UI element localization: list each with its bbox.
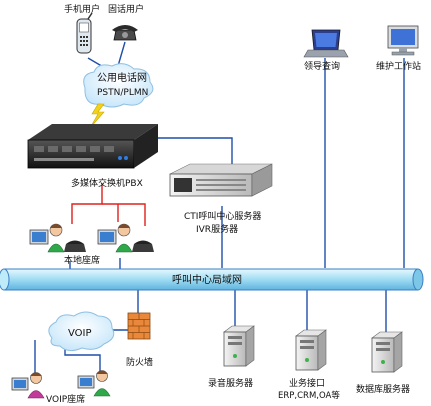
voip-cloud-label: VOIP (68, 328, 92, 339)
link-landline-pstn (117, 41, 126, 67)
voip-agent-icon-2 (77, 370, 111, 397)
cti-label-line2: IVR服务器 (196, 223, 238, 235)
pbx-rack-icon (27, 124, 158, 169)
landline-user-label: 固话用户 (108, 3, 144, 15)
workstation-icon (387, 25, 419, 56)
voip-cloud-icon (48, 311, 115, 352)
pstn-title: 公用电话网 (97, 71, 147, 84)
database-server-label: 数据库服务器 (356, 383, 410, 395)
leader-query-label: 领导查询 (304, 60, 340, 72)
pstn-cloud-icon (83, 63, 154, 108)
pbx-label: 多媒体交换机PBX (71, 177, 143, 189)
voip-agent-icon-1 (11, 372, 45, 399)
local-agents-label: 本地座席 (64, 254, 100, 266)
local-agent-icon-2 (97, 223, 154, 253)
business-interface-label-line1: 业务接口 (289, 377, 325, 389)
lan-pipe (0, 268, 424, 291)
laptop-icon (303, 29, 349, 58)
mobile-user-label: 手机用户 (64, 3, 100, 15)
business-interface-label-line2: ERP,CRM,OA等 (278, 390, 340, 401)
landline-phone-icon (112, 25, 138, 41)
local-agent-icon-1 (29, 223, 86, 253)
lan-label: 呼叫中心局域网 (172, 273, 242, 286)
pbx-agent-links (71, 183, 146, 226)
business-interface-server-icon (295, 329, 327, 371)
firewall-icon (127, 312, 151, 340)
recording-server-label: 录音服务器 (208, 377, 253, 389)
maintenance-label: 维护工作站 (376, 60, 421, 72)
recording-server-icon (223, 325, 255, 367)
links (34, 41, 405, 375)
pstn-subtitle: PSTN/PLMN (97, 88, 148, 98)
database-server-icon (371, 331, 403, 373)
cti-server-icon (169, 163, 273, 197)
lightning-icon (89, 103, 105, 129)
firewall-label: 防火墙 (126, 356, 153, 368)
mobile-phone-icon (76, 12, 93, 54)
cti-label-line1: CTI呼叫中心服务器 (184, 210, 261, 222)
link-pbx-cti (140, 137, 233, 170)
voip-agents-label: VOIP座席 (46, 393, 85, 405)
